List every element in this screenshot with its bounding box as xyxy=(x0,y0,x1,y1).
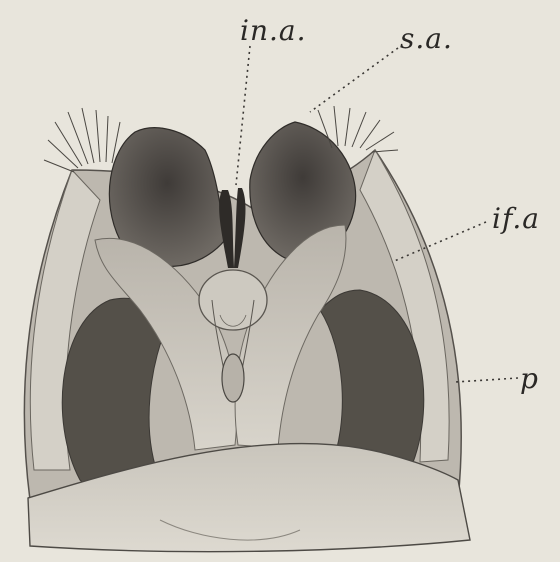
label-s-a: s.a. xyxy=(400,22,453,55)
label-p: p xyxy=(520,362,539,395)
label-in-a: in.a. xyxy=(240,14,306,47)
central-loop xyxy=(222,354,244,402)
label-if-a: if.a xyxy=(492,202,540,235)
central-bulb xyxy=(199,270,267,330)
